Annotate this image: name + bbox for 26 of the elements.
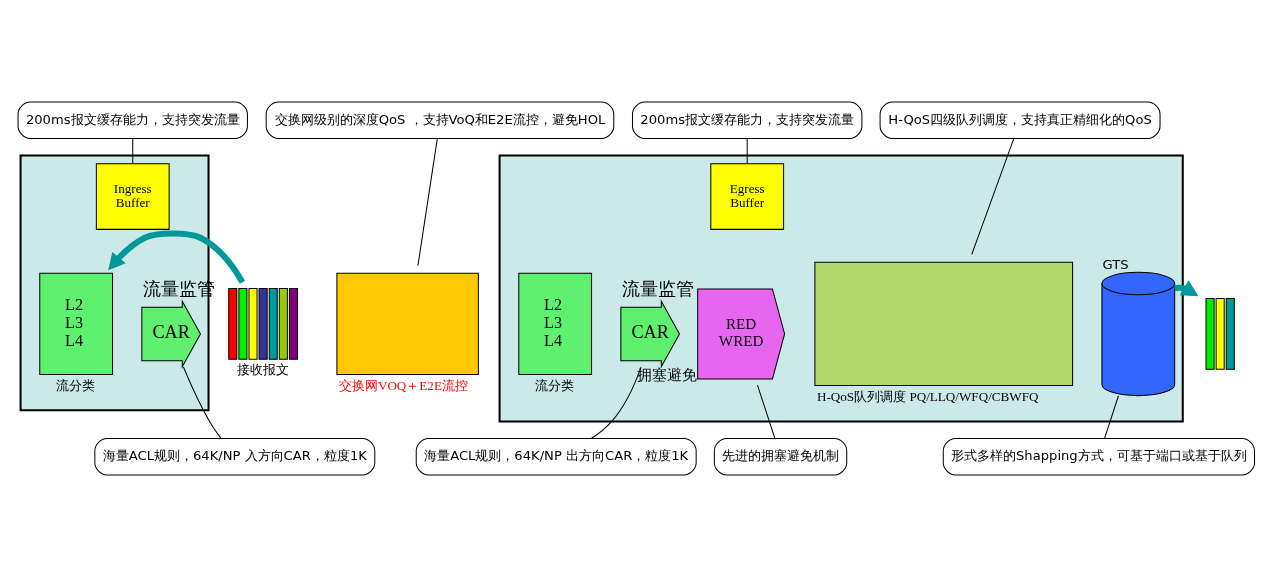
connector <box>971 137 1015 255</box>
node-label: 流分类 <box>56 377 96 393</box>
node-box: H-QoS四级队列调度，支持真正精细化的QoS <box>879 101 1161 139</box>
arrow <box>108 230 246 284</box>
node-box: 海量ACL规则，64K/NP 入方向CAR，粒度1K <box>94 437 376 475</box>
node-label: 交换网VOQ＋E2E流控 <box>338 377 468 393</box>
node-label: 接收报文 <box>236 361 289 377</box>
node-box: 形式多样的Shapping方式，可基于端口或基于队列 <box>942 437 1256 475</box>
node-box: Ingress Buffer <box>95 162 170 230</box>
node-box: 交换网级别的深度QoS ，支持VoQ和E2E流控，避免HOL <box>265 101 615 139</box>
cluster <box>498 154 1184 422</box>
connector <box>182 366 222 439</box>
node-box: 200ms报文缓存能力，支持突发流量 <box>17 101 248 139</box>
node-label: H-QoS队列调度 PQ/LLQ/WFQ/CBWFQ <box>816 388 1039 404</box>
node-box: Egress Buffer <box>710 162 785 230</box>
node-box: 海量ACL规则，64K/NP 出方向CAR，粒度1K <box>415 437 697 475</box>
node-box: 200ms报文缓存能力，支持突发流量 <box>632 101 863 139</box>
connector <box>757 384 776 439</box>
connector <box>132 137 134 164</box>
node-label: 流量监管 <box>621 278 694 299</box>
node-label: 流分类 <box>535 377 575 393</box>
node-label: GTS <box>1102 256 1129 272</box>
connector <box>417 137 438 266</box>
connector <box>1104 394 1119 439</box>
node-box: 先进的拥塞避免机制 <box>713 437 848 475</box>
connector <box>746 137 748 164</box>
